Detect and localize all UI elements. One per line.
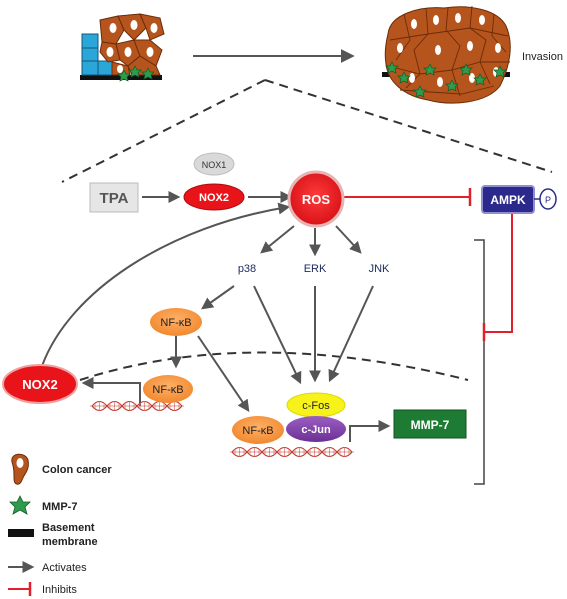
normal-tissue-illustration [80,13,165,82]
arrow-p38-cfos [253,285,302,385]
mmp7-node: MMP-7 [393,409,467,439]
inhibits-bar-icon [8,582,32,596]
mmp7-label: MMP-7 [411,418,450,432]
dna-left [90,400,184,412]
ros-node: ROS [287,170,345,228]
nfkb-lower-label: NF-κB [242,425,273,437]
arrow-nox2-feedback [41,202,291,367]
colon-cancer-icon [11,453,29,485]
legend-basement-line1: Basement [42,522,95,534]
inhibition-lines [344,188,513,341]
nfkb-lower-node: NF-κB [232,416,284,444]
nfkb-upper-node: NF-κB [150,308,202,336]
right-bracket [474,239,485,485]
activation-arrows [41,191,391,442]
legend-basement-line2: membrane [42,536,98,548]
tpa-label: TPA [100,190,129,207]
phospho-label: P [545,195,551,205]
p38-label: p38 [238,263,256,275]
basement-membrane-icon [8,529,34,537]
legend-activates-label: Activates [42,562,87,574]
arrow-nfkb-nox2-gene [81,377,141,406]
nox1-label: NOX1 [202,160,227,170]
ampk-node: AMPK P [481,185,557,214]
ros-label: ROS [302,192,331,207]
nfkb-middle-label: NF-κB [152,384,183,396]
arrow-nfkb-nucleus [197,335,250,412]
jnk-label: JNK [369,263,390,275]
nfkb-middle-node: NF-κB [143,375,193,403]
legend-inhibits-label: Inhibits [42,584,77,596]
cfos-node: c-Fos [286,392,346,418]
arrow-p38-nfkb [201,285,235,310]
arrow-ros-jnk [335,225,362,254]
legend: Colon cancer MMP-7 Basement membrane Act… [8,453,112,596]
cjun-node: c-Jun [286,416,346,442]
zoom-line-left [61,79,266,183]
tpa-node: TPA [89,182,139,213]
legend-colon-cancer-label: Colon cancer [42,464,112,476]
invasive-tumor-illustration [382,5,511,104]
cjun-label: c-Jun [301,424,331,436]
zoom-line-right [264,79,553,173]
nox2-top-node: NOX2 [183,183,245,211]
arrow-ros-p38 [260,225,295,254]
legend-mmp7-label: MMP-7 [42,501,77,513]
nox2-left-node: NOX2 [2,364,78,404]
cfos-label: c-Fos [302,400,330,412]
nox2-top-label: NOX2 [199,192,229,204]
arrow-jnk-cfos [328,285,374,383]
ampk-label: AMPK [490,193,526,207]
dna-right [230,446,354,458]
erk-label: ERK [304,263,327,275]
nox1-node: NOX1 [193,152,235,176]
nuclear-membrane [79,351,469,381]
nfkb-upper-label: NF-κB [160,317,191,329]
arrow-ap1-mmp7 [349,420,391,442]
invasion-label: Invasion [522,51,563,63]
nox2-left-label: NOX2 [22,377,57,392]
mmp7-star-icon [9,495,31,515]
